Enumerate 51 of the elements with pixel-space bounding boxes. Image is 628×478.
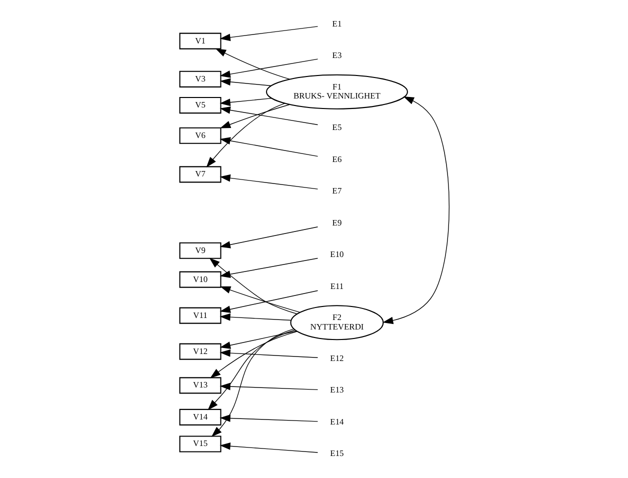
arrow: [219, 349, 318, 358]
arrow: [219, 26, 318, 42]
arrow: [220, 286, 300, 313]
arrow: [206, 102, 285, 168]
node-box: V9: [178, 242, 221, 259]
node-box: V13: [178, 377, 221, 394]
node-box: V3: [178, 70, 221, 88]
node-box: V14: [178, 408, 221, 426]
arrow: [219, 414, 318, 422]
node-box: V15: [178, 436, 221, 452]
node-text: E7: [332, 186, 342, 196]
arrow: [207, 330, 295, 410]
node-text: E9: [332, 217, 342, 228]
arrow: [210, 328, 294, 437]
arrow: [210, 331, 298, 378]
arrow: [219, 174, 318, 190]
arrow: [219, 226, 318, 248]
node-text: E13: [330, 384, 344, 395]
node-text: E3: [332, 50, 342, 60]
arrow: [208, 258, 297, 314]
arrow: [219, 104, 290, 128]
arrow: [219, 442, 318, 453]
node-box: V10: [178, 271, 221, 288]
node-text: E5: [332, 122, 342, 132]
node-text: E12: [330, 352, 344, 363]
node-text: E10: [330, 249, 344, 260]
node-box: V7: [178, 166, 221, 183]
node-text: E6: [332, 154, 342, 164]
arrow: [219, 313, 291, 321]
arrow: [219, 78, 272, 86]
node-box: V1: [178, 32, 221, 50]
node-box: V5: [178, 96, 221, 114]
arrow: [219, 330, 296, 349]
node-box: V11: [178, 307, 221, 324]
arrow: [214, 48, 290, 80]
node-ellipse: F2 NYTTEVERDI: [290, 305, 384, 340]
arrow: [219, 98, 272, 106]
arrow: [382, 96, 450, 324]
arrow: [219, 258, 318, 278]
arrow: [219, 290, 318, 313]
arrow: [219, 106, 318, 126]
node-box: V6: [178, 127, 221, 144]
node-text: E15: [330, 448, 344, 458]
arrow: [219, 58, 318, 78]
arrow: [219, 382, 318, 390]
node-box: V12: [178, 343, 221, 360]
node-text: E11: [330, 280, 344, 291]
node-text: E14: [330, 416, 344, 426]
arrow: [219, 137, 318, 157]
node-ellipse: F1 BRUKS- VENNLIGHET: [265, 74, 408, 110]
node-text: E1: [332, 18, 342, 28]
